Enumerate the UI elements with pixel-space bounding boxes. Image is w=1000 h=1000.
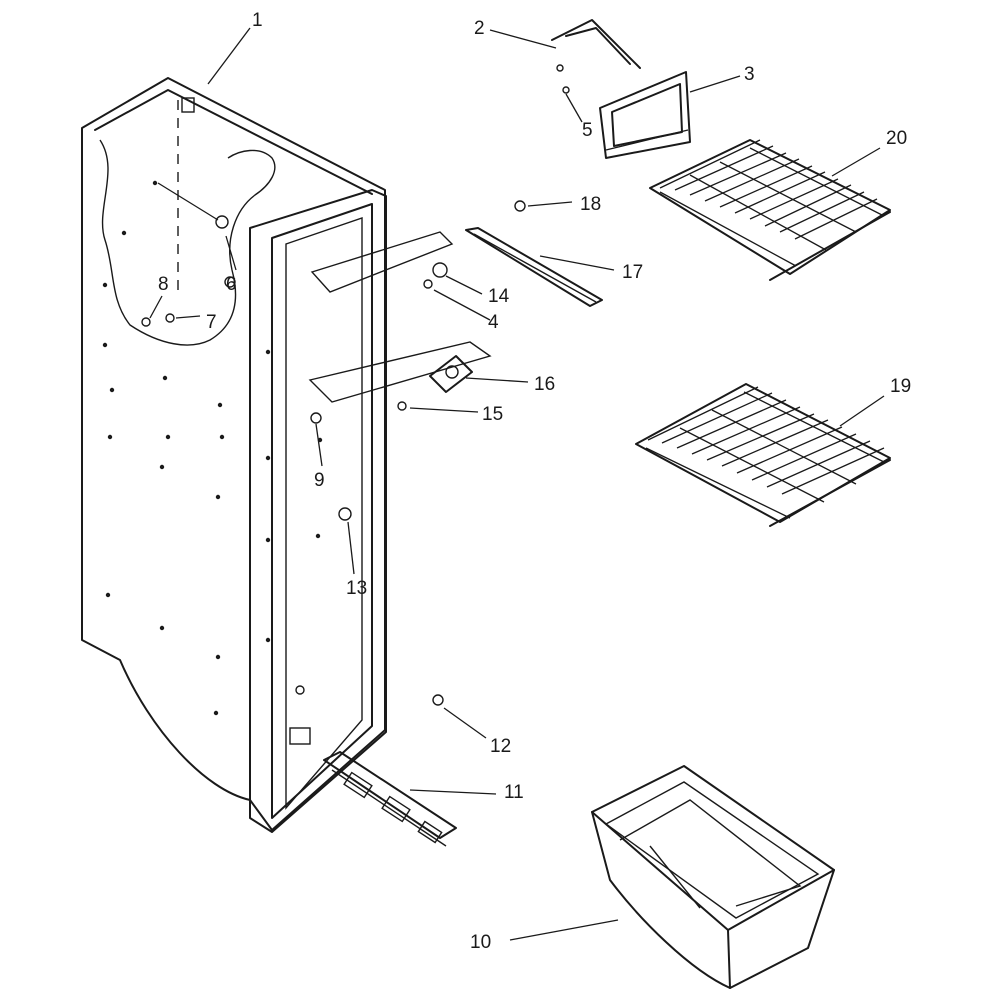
- callout-20: 20: [886, 128, 907, 149]
- callout-8: 8: [158, 274, 169, 295]
- mounting-holes: [102, 180, 323, 716]
- callout-3: 3: [744, 64, 755, 85]
- callout-17: 17: [622, 262, 643, 283]
- callout-2: 2: [474, 18, 485, 39]
- callout-11: 11: [504, 782, 524, 803]
- callout-10: 10: [470, 932, 491, 953]
- storage-bin: [591, 765, 835, 989]
- callout-18: 18: [580, 194, 601, 215]
- cabinet-liner: [81, 77, 492, 833]
- callout-1: 1: [252, 10, 263, 31]
- callout-16: 16: [534, 374, 555, 395]
- shelf-rail: [423, 200, 603, 307]
- callout-12: 12: [490, 736, 511, 757]
- callout-13: 13: [346, 578, 367, 599]
- lower-trim: [323, 694, 457, 847]
- wire-shelf-lower: [635, 383, 891, 527]
- callout-labels: 1 2 3 4 5 6 7 8 9 10 11 12 13 14 15 16 1…: [158, 10, 911, 953]
- hinge-assembly: [397, 355, 473, 411]
- callout-4: 4: [488, 312, 499, 333]
- callout-19: 19: [890, 376, 911, 397]
- callout-14: 14: [488, 286, 510, 307]
- wire-shelf-upper: [649, 139, 891, 281]
- bracket-assembly: [551, 19, 691, 159]
- leader-lines: [149, 27, 885, 941]
- callout-9: 9: [314, 470, 325, 491]
- callout-5: 5: [582, 120, 593, 141]
- callout-6: 6: [226, 274, 237, 295]
- callout-7: 7: [206, 312, 217, 333]
- callout-15: 15: [482, 404, 503, 425]
